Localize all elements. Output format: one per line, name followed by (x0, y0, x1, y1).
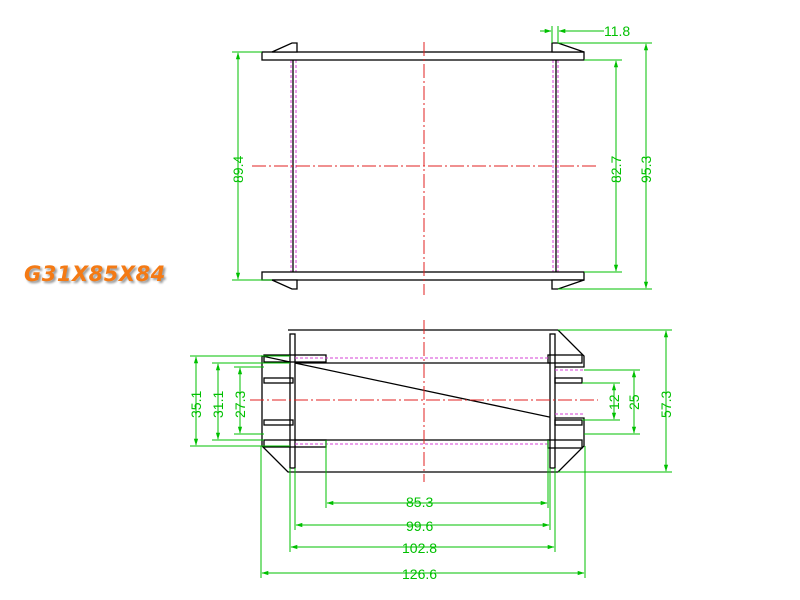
dimension-top-tab-offset: 11.8 (540, 23, 630, 43)
dim-label-window-length: 85.3 (406, 494, 433, 510)
pin-left-3 (263, 419, 294, 426)
dim-label-overall-depth: 57.3 (658, 391, 674, 418)
tab-top-right (551, 42, 585, 53)
top-flange (261, 51, 585, 61)
dimension-core-width: 27.3 (232, 366, 264, 435)
dimension-inner-height: 82.7 (584, 59, 624, 273)
tab-bottom-right (551, 279, 585, 290)
dimension-wall-height: 89.4 (230, 51, 272, 281)
dimension-window-length: 85.3 (326, 494, 548, 510)
pin-right-3 (554, 419, 583, 426)
dimension-overall-length: 126.6 (261, 566, 585, 582)
dim-label-overall-height: 95.3 (638, 156, 654, 183)
dim-label-slot-width: 35.1 (188, 391, 204, 418)
tab-bottom-left (271, 279, 298, 290)
right-flange (549, 333, 556, 469)
dimension-flange-inner-length: 99.6 (295, 518, 550, 534)
dim-label-top-tab-offset: 11.8 (604, 23, 630, 39)
dim-label-overall-length: 126.6 (402, 566, 437, 582)
pin-left-2 (263, 377, 294, 384)
pin-right-2 (554, 377, 583, 384)
dim-label-flange-outer-length: 102.8 (402, 540, 437, 556)
dimension-flange-outer-length: 102.8 (290, 540, 555, 556)
top-view: 11.8 82.7 95.3 89.4 (230, 23, 654, 295)
dim-label-inner-slot-width: 31.1 (210, 391, 226, 418)
dimension-pin-outer-spacing: 25 (584, 369, 642, 435)
front-view: 35.1 31.1 27.3 12 (188, 320, 674, 582)
dim-label-pin-outer-spacing: 25 (626, 394, 642, 410)
left-flange (289, 333, 296, 469)
dim-label-pin-spacing: 12 (606, 394, 622, 410)
bobbin-outline (261, 329, 585, 473)
dimension-overall-depth: 57.3 (558, 329, 674, 473)
dimension-overall-height: 95.3 (558, 42, 654, 290)
part-code-label: G31X85X84 (24, 262, 166, 286)
bottom-flange (261, 271, 585, 281)
tab-top-left (271, 42, 298, 53)
dim-label-wall-height: 89.4 (230, 156, 246, 183)
dimension-pin-spacing: 12 (582, 382, 622, 421)
dim-label-inner-height: 82.7 (608, 156, 624, 183)
dim-label-core-width: 27.3 (232, 391, 248, 418)
dim-label-flange-inner-length: 99.6 (406, 518, 433, 534)
dimension-slot-width: 35.1 (188, 355, 290, 447)
pin-right-1 (547, 354, 583, 364)
dimension-inner-slot-width: 31.1 (210, 362, 290, 441)
